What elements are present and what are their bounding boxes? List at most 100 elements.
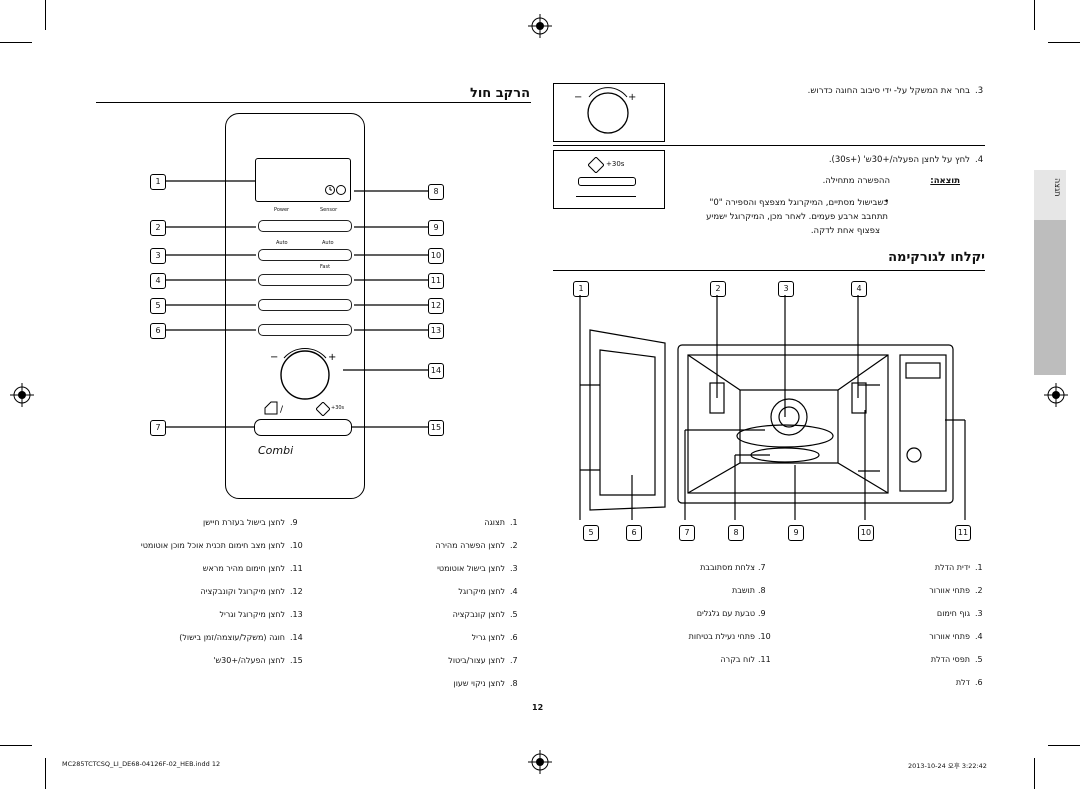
grill-button[interactable]: [258, 324, 352, 336]
list-item-number: .11: [290, 564, 303, 573]
result-line0: ההפשרה מתחילה.: [822, 176, 890, 186]
list-item-number: .10: [290, 541, 303, 550]
oven-callout-10: 10: [858, 525, 874, 541]
list-item-number: .8: [758, 586, 766, 595]
callout-12: 12: [428, 298, 444, 314]
auto-button[interactable]: [258, 249, 352, 261]
callout-2: 2: [150, 220, 166, 236]
registration-mark-icon: [528, 750, 552, 774]
dial-knob-icon[interactable]: − +: [268, 342, 342, 404]
step4-number: .4: [975, 155, 984, 165]
section2-rule: [553, 270, 985, 271]
svg-text:/: /: [280, 405, 284, 415]
crop-mark: [45, 0, 46, 30]
list-item-text: לחצן מיקרוגל: [458, 587, 505, 596]
list-item-text: צלחת מסתובבת: [700, 563, 755, 572]
step3-text: בחר את המשקל על- ידי סיבוב החוגה כדרוש.: [807, 86, 970, 96]
list-item-text: לחצן חימום מהיר מראש: [202, 564, 285, 573]
clock-icon: [325, 185, 346, 195]
list-item-number: .7: [758, 563, 766, 572]
convection-button[interactable]: [258, 299, 352, 311]
list-item-text: לחצן ניקוי שעון: [453, 679, 505, 688]
list-item-number: .3: [975, 609, 983, 618]
power-label: Power: [274, 207, 290, 213]
callout-3: 3: [150, 248, 166, 264]
footer-filename: MC285TCTCSQ_LI_DE68-04126F-02_HEB.indd 1…: [62, 760, 221, 768]
list-item-number: .14: [290, 633, 303, 642]
oven-callout-5: 5: [583, 525, 599, 541]
callout-6: 6: [150, 323, 166, 339]
list-item-number: .2: [975, 586, 983, 595]
list-item-text: לחצן קונבקציה: [452, 610, 505, 619]
oven-callout-2: 2: [710, 281, 726, 297]
list-item-number: .3: [510, 564, 518, 573]
result-title: תוצאה:: [930, 176, 960, 186]
start-figure-label: +30s: [606, 160, 625, 168]
list-item-text: תצוגה: [484, 518, 505, 527]
callout-9: 9: [428, 220, 444, 236]
list-item-number: .13: [290, 610, 303, 619]
callout-1: 1: [150, 174, 166, 190]
list-item-number: .9: [758, 609, 766, 618]
list-item-text: לחצן מצב חימום תכנית אוכל מוכן אוטומטי: [140, 541, 285, 550]
crop-mark: [0, 745, 32, 746]
callout-13: 13: [428, 323, 444, 339]
result-bullet2: תתחבב ארבע פעמים. לאחר מכן, המיקרוגל ישמ…: [706, 212, 888, 222]
registration-mark-icon: [10, 383, 34, 407]
callout-15: 15: [428, 420, 444, 436]
oven-callout-6: 6: [626, 525, 642, 541]
list-item-text: חוגה (משקל/עוצמה/זמן בישול): [179, 633, 285, 642]
registration-mark-icon: [1044, 383, 1068, 407]
start-diamond-icon: [588, 157, 604, 173]
leader-lines: [166, 180, 428, 428]
callout-7: 7: [150, 420, 166, 436]
fast-label: Fast: [320, 264, 331, 270]
list-item-text: תושבת: [732, 586, 755, 595]
start-figure-line: [576, 196, 636, 197]
crop-mark: [1048, 745, 1080, 746]
microwave-oven-illustration: [579, 295, 966, 520]
page-title: הרקב חול: [469, 86, 530, 101]
knob-minus: −: [574, 92, 583, 103]
list-item-number: .6: [975, 678, 983, 687]
list-item-number: .12: [290, 587, 303, 596]
sensor-label: Sensor: [320, 207, 338, 213]
microwave-button[interactable]: [258, 274, 352, 286]
registration-mark-icon: [528, 14, 552, 38]
display-window: [255, 158, 351, 202]
oven-callout-3: 3: [778, 281, 794, 297]
list-item-text: דלת: [955, 678, 970, 687]
knob-plus: +: [628, 92, 637, 103]
list-item-text: לחצן מיקרוגל וקונבקציה: [200, 587, 285, 596]
start-button[interactable]: [254, 419, 352, 436]
crop-mark: [1048, 42, 1080, 43]
auto-label-2: Auto: [322, 240, 334, 246]
list-item-number: .8: [510, 679, 518, 688]
crop-mark: [45, 758, 46, 789]
list-item-text: פתחי נעילת בטיחות: [688, 632, 755, 641]
list-item-number: .6: [510, 633, 518, 642]
list-item-number: .4: [975, 632, 983, 641]
list-item-number: .1: [510, 518, 518, 527]
list-item-text: לחצן גריל: [471, 633, 505, 642]
stop-cancel-icon: /: [264, 401, 284, 415]
page-number: 12: [532, 703, 544, 712]
oven-callout-8: 8: [728, 525, 744, 541]
svg-text:+: +: [328, 352, 336, 363]
section2-title: יקלחו לגורקימה: [888, 250, 985, 265]
list-item-number: .1: [975, 563, 983, 572]
callout-11: 11: [428, 273, 444, 289]
list-item-text: לחצן עצור/ביטול: [448, 656, 505, 665]
footer-timestamp: 2013-10-24 오후 3:22:42: [908, 762, 987, 770]
list-item-text: תפסי הדלת: [930, 655, 970, 664]
list-item-text: פתחי אוורור: [929, 586, 970, 595]
oven-callout-4: 4: [851, 281, 867, 297]
list-item-text: לוח בקרה: [720, 655, 755, 664]
start-diamond-icon: [316, 402, 330, 416]
side-tab-label: תגצה: [1053, 178, 1062, 197]
svg-text:−: −: [270, 352, 278, 363]
list-item-text: ידית הדלת: [934, 563, 970, 572]
power-button[interactable]: [258, 220, 352, 232]
list-item-number: .2: [510, 541, 518, 550]
oven-callout-1: 1: [573, 281, 589, 297]
